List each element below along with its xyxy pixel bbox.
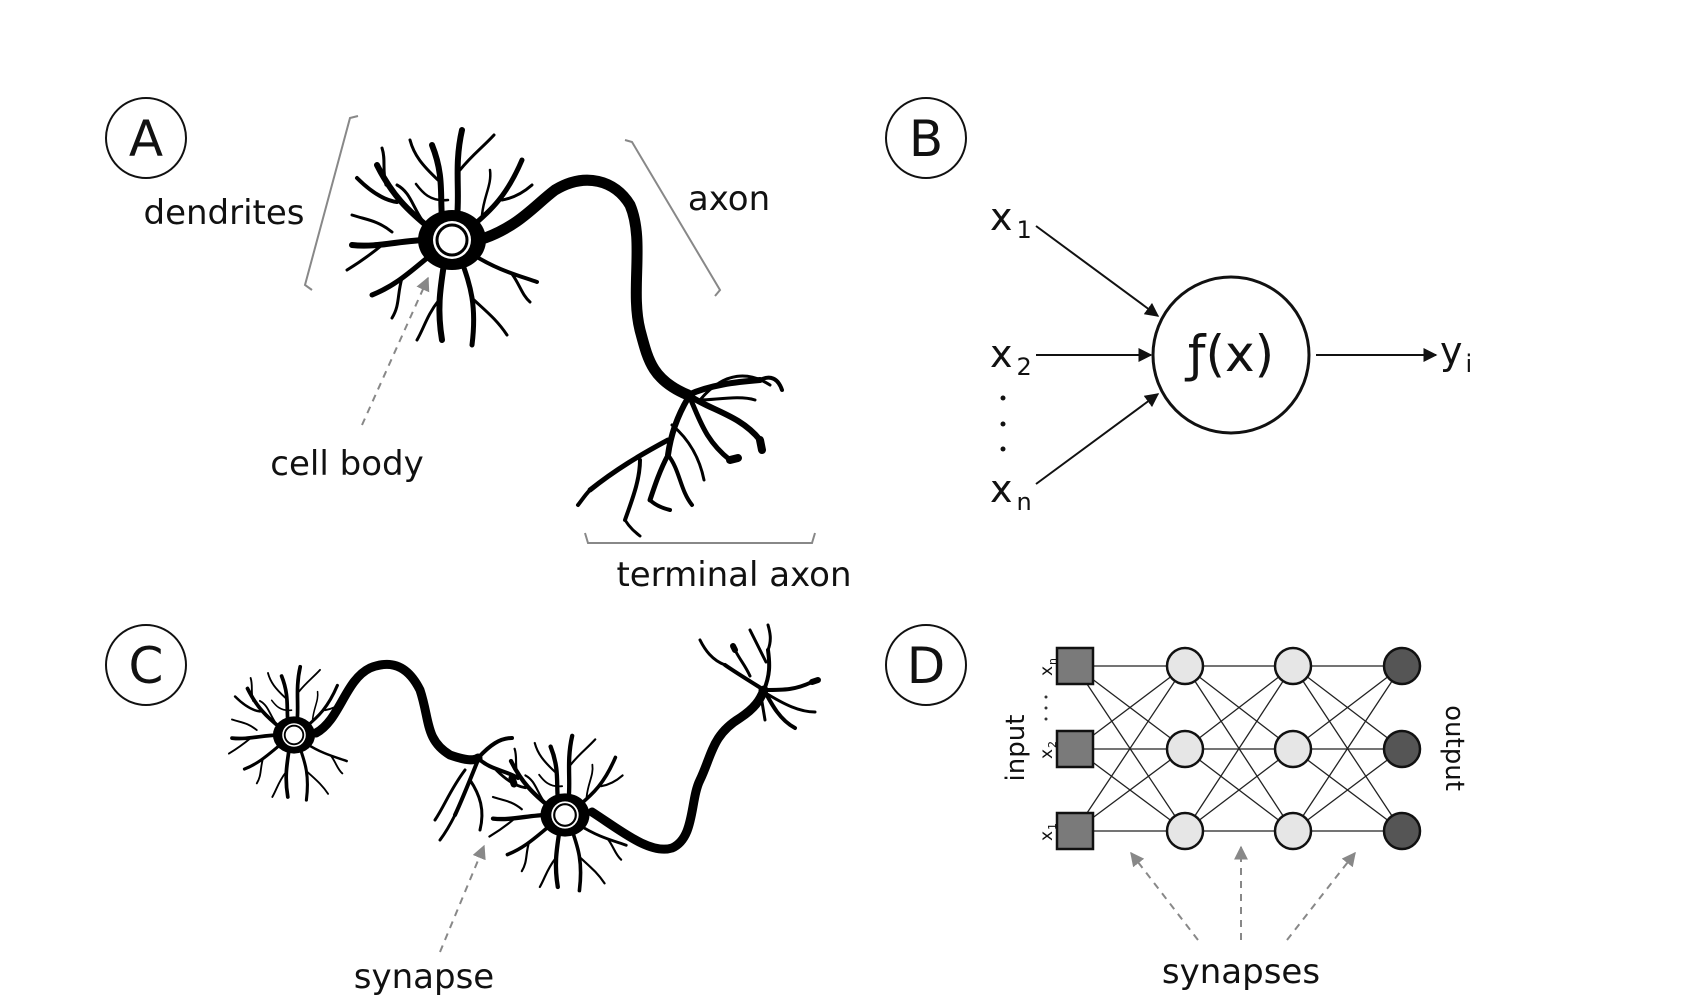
synapse-edge [1292, 748, 1403, 832]
terminal-axon-bracket [584, 532, 816, 544]
output-layer-label: output [1439, 705, 1469, 791]
input-xn-arrow [1035, 393, 1160, 485]
panel-a-badge: A [105, 97, 187, 179]
neuron-c2-terminal [698, 623, 821, 730]
cell-body-label: cell body [270, 444, 423, 484]
network-edges [1074, 665, 1403, 832]
hidden-node [1165, 646, 1205, 686]
neuron-c1-body [227, 664, 349, 802]
synapse-edge [1184, 665, 1294, 750]
panel-d-letter: D [907, 637, 946, 695]
dendrites-bracket [303, 115, 359, 291]
cell-body-arrow [361, 276, 430, 426]
synapses-arrow-right [1286, 851, 1356, 941]
neuron-a-body [347, 130, 537, 345]
hidden-node [1273, 646, 1313, 686]
activation-node [1151, 275, 1311, 435]
synapse-edge [1184, 748, 1294, 832]
hidden-node [1273, 811, 1313, 851]
panel-a: A [105, 97, 852, 595]
output-node [1382, 729, 1422, 769]
panel-b-letter: B [909, 110, 943, 168]
input-node [1055, 646, 1095, 686]
input-node [1055, 811, 1095, 851]
input-node-x1-label: x1 [1037, 823, 1059, 841]
axon-label: axon [688, 179, 770, 219]
synapse-arrow [439, 844, 486, 953]
network-nodes [1055, 646, 1422, 851]
terminal-axon-label: terminal axon [616, 555, 851, 595]
dendrites-label: dendrites [143, 193, 304, 233]
input-node [1055, 729, 1095, 769]
hidden-node [1165, 811, 1205, 851]
synapses-label: synapses [1162, 952, 1320, 992]
panel-c-letter: C [129, 637, 164, 695]
output-node [1382, 646, 1422, 686]
input-ellipsis-dots [1000, 395, 1006, 452]
synapse-edge [1292, 665, 1403, 750]
input-x1-arrow [1035, 225, 1160, 317]
panel-c-badge: C [105, 624, 187, 706]
synapse-edge [1074, 665, 1186, 832]
input-node-xn-label: xn [1037, 658, 1059, 676]
neuron-a-terminal [576, 374, 784, 538]
panel-d: D input output xn x2 x1 synapses [885, 624, 1469, 992]
synapse-edge [1292, 665, 1403, 832]
input-node-ellipsis [1044, 695, 1048, 721]
neuron-c2-body [489, 736, 626, 891]
axon-bracket [624, 139, 722, 297]
panel-a-letter: A [129, 110, 163, 168]
neuron-c2-axon [587, 685, 769, 854]
hidden-node [1273, 729, 1313, 769]
synapse-edge [1184, 665, 1294, 832]
hidden-node [1165, 729, 1205, 769]
neuron-c1-axon [311, 659, 483, 765]
synapses-arrow-left [1130, 851, 1199, 941]
panel-b-badge: B [885, 97, 967, 179]
input-layer-label: input [1001, 715, 1031, 782]
neuron-a-axon [479, 174, 694, 401]
panel-d-badge: D [885, 624, 967, 706]
synapse-label: synapse [354, 957, 494, 997]
input-node-x2-label: x2 [1037, 741, 1059, 759]
output-node [1382, 811, 1422, 851]
activation-function-label: ƒ(x) [1184, 325, 1274, 383]
panel-c: C [105, 623, 821, 997]
